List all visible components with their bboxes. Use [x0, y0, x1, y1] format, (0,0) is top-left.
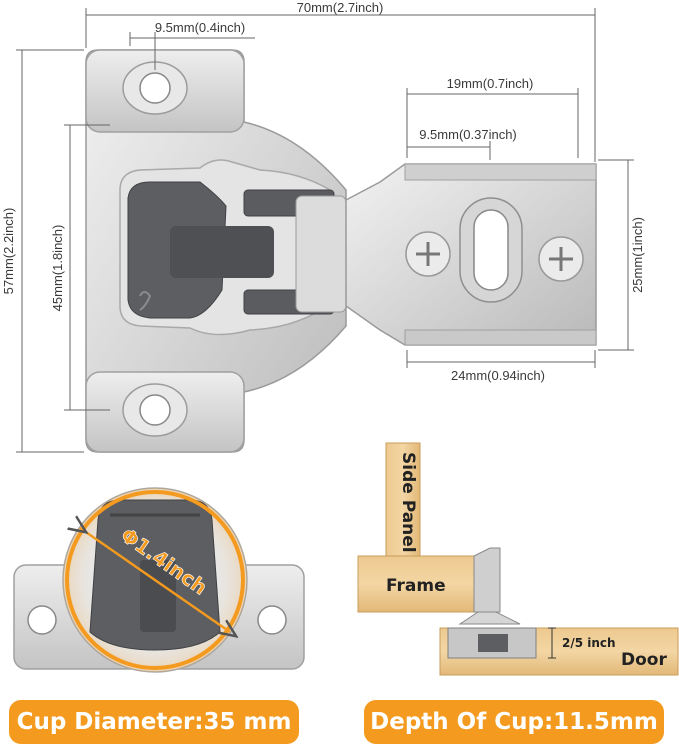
dimension-lines	[16, 8, 634, 453]
dimension-labels: 70mm(2.7inch) 9.5mm(0.4inch) 19mm(0.7inc…	[1, 0, 645, 383]
arm-hole-offset-label: 9.5mm(0.37inch)	[419, 127, 517, 142]
hole-spacing-label: 45mm(1.8inch)	[50, 225, 65, 312]
cup-closeup: Φ1.4inch	[13, 487, 305, 673]
door-label: Door	[621, 650, 667, 670]
hinge-arm	[345, 163, 597, 346]
overall-width-label: 70mm(2.7inch)	[297, 0, 384, 15]
side-panel-label: Side Panel	[398, 452, 418, 553]
mounting-hole-bottom	[122, 383, 188, 437]
cup-diameter-banner: Cup Diameter:35 mm	[9, 700, 299, 744]
cup-depth-banner: Depth Of Cup:11.5mm	[364, 700, 664, 744]
installation-diagram: Side Panel Frame Door 2/5 inch	[357, 442, 679, 676]
hinge-cup	[119, 159, 347, 336]
arm-length-label: 19mm(0.7inch)	[447, 76, 534, 91]
cross-screw-right	[538, 236, 584, 282]
arm-height-label: 25mm(1inch)	[630, 217, 645, 293]
plate-height-label: 57mm(2.2inch)	[1, 208, 16, 295]
frame-board	[357, 555, 475, 613]
arm-width-label: 24mm(0.94inch)	[451, 368, 545, 383]
hole-offset-label: 9.5mm(0.4inch)	[155, 20, 245, 35]
cross-screw-left	[405, 231, 451, 277]
gap-label: 2/5 inch	[562, 636, 616, 650]
frame-label: Frame	[386, 576, 446, 596]
